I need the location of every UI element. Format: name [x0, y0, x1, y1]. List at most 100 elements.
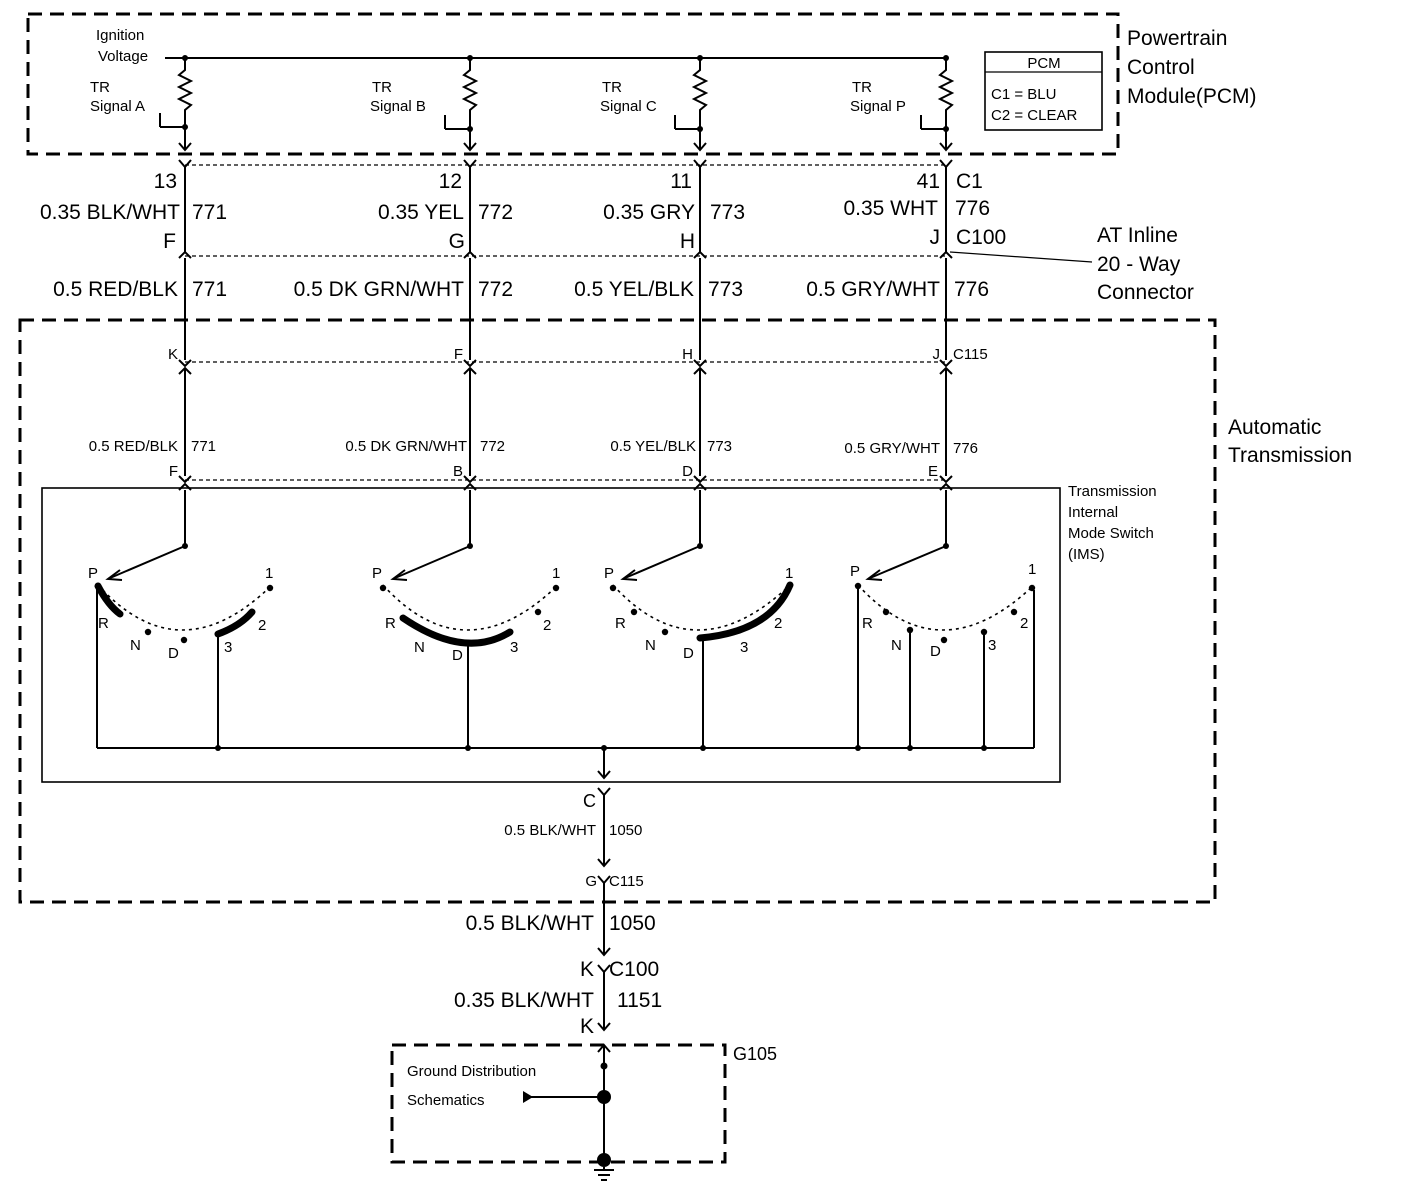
ims-label-2: Internal — [1068, 504, 1118, 521]
switch-a-pos-1: 1 — [265, 565, 273, 582]
ground-k-pin: K — [580, 1015, 594, 1038]
mid-wire-776-circuit: 776 — [954, 278, 989, 301]
pin-11: 11 — [670, 170, 692, 193]
switch-p-pos-2: 2 — [1020, 615, 1028, 632]
ground-node-top — [600, 1062, 608, 1070]
switch-b-pos-1: 1 — [552, 565, 560, 582]
switch-a-pos-r: R — [98, 615, 109, 632]
wire-771-color: 0.35 BLK/WHT — [40, 201, 180, 224]
pin-41: 41 — [917, 170, 940, 193]
lower-wire-776-circuit: 776 — [953, 440, 978, 457]
signal-a-label-2: Signal A — [90, 98, 145, 115]
c115-pin-h: H — [682, 346, 693, 363]
bus-node-2 — [465, 745, 471, 751]
switch-p-pos-3: 3 — [988, 637, 996, 654]
wire-771-circuit: 771 — [192, 201, 227, 224]
switch-c-pos-n: N — [645, 637, 656, 654]
switch-c-pos-d: D — [683, 645, 694, 662]
wire-772-circuit: 772 — [478, 201, 513, 224]
signal-a-label-1: TR — [90, 79, 110, 96]
wire-773-color: 0.35 GRY — [603, 201, 695, 224]
ground-reference-arrow — [523, 1091, 604, 1103]
switch-a-pos-d: D — [168, 645, 179, 662]
switch-b — [379, 490, 560, 748]
bus-node-4 — [700, 745, 706, 751]
pcm-title-line1: Powertrain — [1127, 27, 1227, 50]
c1-connector-band — [185, 164, 946, 257]
switch-a — [94, 490, 274, 748]
ims-pin-f: F — [169, 463, 178, 480]
pcm-title-line2: Control — [1127, 56, 1195, 79]
lower-wire-773-color: 0.5 YEL/BLK — [610, 438, 696, 455]
pcm-box — [26, 12, 1120, 156]
inline-connector-line3: Connector — [1097, 281, 1194, 304]
switch-b-pos-p: P — [372, 565, 382, 582]
ground-c115-label: C115 — [609, 873, 644, 890]
signal-c-label-1: TR — [602, 79, 622, 96]
switch-c-pos-1: 1 — [785, 565, 793, 582]
wire-773-circuit: 773 — [710, 201, 745, 224]
signal-b-label-1: TR — [372, 79, 392, 96]
switch-p-pos-1: 1 — [1028, 561, 1036, 578]
ground-wire2-circuit: 1050 — [609, 912, 656, 935]
pcm-legend-c1: C1 = BLU — [991, 86, 1056, 103]
ground-terminal — [597, 1153, 611, 1167]
upper-wire-773 — [693, 159, 707, 259]
ims-label-4: (IMS) — [1068, 546, 1105, 563]
ims-label-1: Transmission — [1068, 483, 1157, 500]
switch-b-pos-r: R — [385, 615, 396, 632]
ground-c100-label: C100 — [609, 958, 659, 981]
switch-b-pos-2: 2 — [543, 617, 551, 634]
upper-wire-772 — [463, 159, 477, 259]
c100-pin-h: H — [680, 230, 695, 253]
c100-pin-g: G — [449, 230, 465, 253]
lower-wire-771-circuit: 771 — [191, 438, 216, 455]
resistor-signal-a — [159, 58, 194, 152]
mid-wire-772-circuit: 772 — [478, 278, 513, 301]
pin-13: 13 — [154, 170, 177, 193]
mid-wire-772-color: 0.5 DK GRN/WHT — [294, 278, 465, 301]
mid-wire-773-circuit: 773 — [708, 278, 743, 301]
pcm-legend-header: PCM — [1027, 55, 1060, 72]
resistor-signal-c — [674, 58, 709, 152]
inline-connector-leader — [949, 251, 1093, 263]
bus-node-6 — [907, 745, 913, 751]
wire-772-color: 0.35 YEL — [378, 201, 464, 224]
lower-wire-773-circuit: 773 — [707, 438, 732, 455]
switch-p-pos-n: N — [891, 637, 902, 654]
mid-wire-771-circuit: 771 — [192, 278, 227, 301]
g105-label: G105 — [733, 1044, 777, 1064]
pin-12: 12 — [439, 170, 462, 193]
lower-wire-772-color: 0.5 DK GRN/WHT — [345, 438, 467, 455]
c115-pin-f: F — [454, 346, 463, 363]
c100-label: C100 — [956, 226, 1006, 249]
pcm-title-line3: Module(PCM) — [1127, 85, 1257, 108]
ground-distribution-line1: Ground Distribution — [407, 1063, 536, 1080]
switch-c — [609, 490, 794, 748]
lower-wire-772-circuit: 772 — [480, 438, 505, 455]
lower-wire-771-color: 0.5 RED/BLK — [89, 438, 178, 455]
ims-pin-b: B — [453, 463, 463, 480]
c100-pin-f: F — [163, 230, 176, 253]
ground-wire3-color: 0.35 BLK/WHT — [454, 989, 594, 1012]
switch-c-pos-2: 2 — [774, 615, 782, 632]
wire-776-color: 0.35 WHT — [843, 197, 938, 220]
switch-c-pos-p: P — [604, 565, 614, 582]
switch-p — [854, 490, 1036, 748]
mid-wire-771-color: 0.5 RED/BLK — [53, 278, 178, 301]
inline-connector-line1: AT Inline — [1097, 224, 1178, 247]
switch-b-pos-3: 3 — [510, 639, 518, 656]
ims-label-3: Mode Switch — [1068, 525, 1154, 542]
ims-pin-d: D — [682, 463, 693, 480]
bus-node-5 — [855, 745, 861, 751]
inline-connector-line2: 20 - Way — [1097, 253, 1181, 276]
ground-distribution-box — [390, 1043, 727, 1164]
switch-b-pos-n: N — [414, 639, 425, 656]
mid-wire-773-color: 0.5 YEL/BLK — [574, 278, 694, 301]
ground-wire2-color: 0.5 BLK/WHT — [466, 912, 595, 935]
c1-label: C1 — [956, 170, 983, 193]
switch-p-pos-r: R — [862, 615, 873, 632]
c115-pin-k: K — [168, 346, 178, 363]
signal-p-label-2: Signal P — [850, 98, 906, 115]
